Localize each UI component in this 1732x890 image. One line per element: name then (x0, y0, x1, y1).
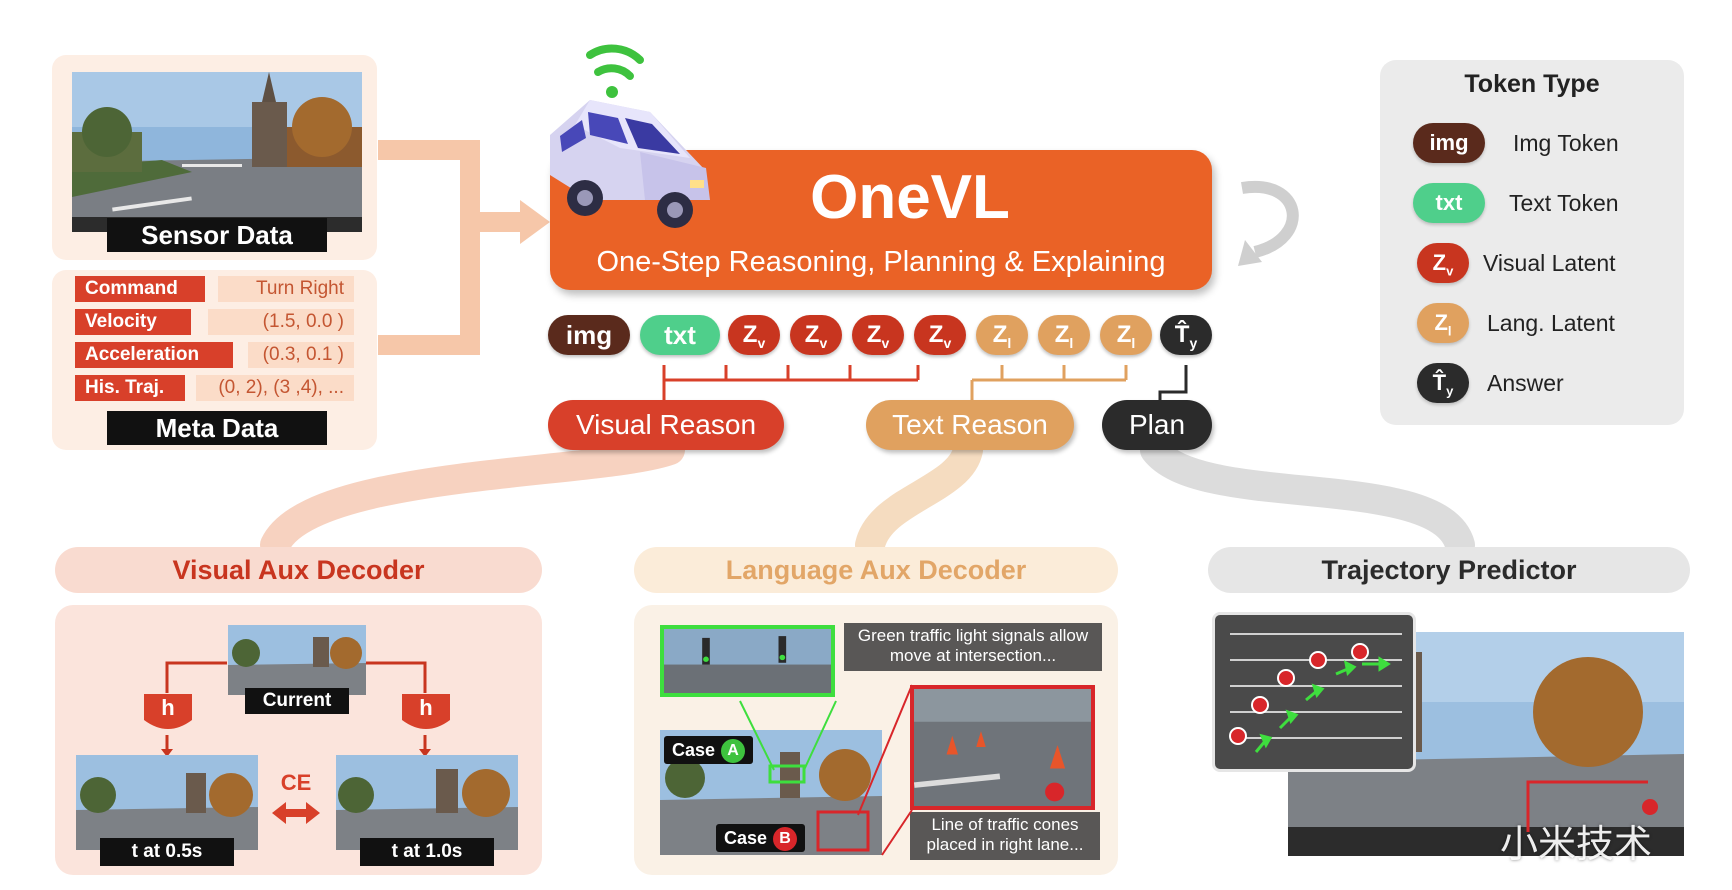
trajectory-predictor-title: Trajectory Predictor (1208, 547, 1690, 593)
cones-crop-image (910, 685, 1095, 810)
watermark: 小米技术 (1500, 824, 1653, 866)
token-visual-latent-3: Zv (852, 315, 904, 355)
meta-key-command: Command (75, 276, 205, 302)
legend-lang-latent-label: Lang. Latent (1487, 310, 1615, 336)
h-head-label-left: h (161, 695, 175, 720)
token-visual-latent-1-z: Z (742, 321, 758, 348)
token-lang-latent-1-z: Z (992, 321, 1008, 348)
legend-img-label: Img Token (1513, 130, 1619, 156)
legend-visual-latent-z: Z (1432, 250, 1447, 275)
onevl-title: OneVL (810, 163, 1010, 232)
frame-0-5s-image (76, 755, 258, 850)
h-head-label-right: h (419, 695, 433, 720)
legend-item-txt: txt Text Token (1413, 183, 1663, 223)
token-lang-latent-1-sub: l (1007, 334, 1012, 351)
legend-img-token: img (1413, 123, 1485, 163)
current-frame-image (228, 625, 366, 695)
token-visual-latent-4: Zv (914, 315, 966, 355)
token-lang-latent-3: Zl (1100, 315, 1152, 355)
visual-decoder-connectors (161, 661, 431, 757)
case-b-badge: B (773, 827, 798, 852)
meta-data-label: Meta Data (107, 411, 327, 445)
traffic-light-crop-image (660, 625, 835, 697)
trajectory-bev-plot (1229, 633, 1402, 753)
legend-answer-token: T̂y (1417, 363, 1469, 403)
legend-visual-latent-label: Visual Latent (1483, 250, 1616, 276)
token-lang-latent-2: Zl (1038, 315, 1090, 355)
token-answer: T̂y (1160, 315, 1212, 355)
trajectory-scene-image (1288, 632, 1684, 856)
meta-key-velocity: Velocity (75, 309, 191, 335)
token-visual-latent-3-sub: v (881, 334, 890, 351)
token-answer-t: T̂ (1174, 321, 1190, 348)
token-visual-latent-1: Zv (728, 315, 780, 355)
legend-lang-latent-z: Z (1434, 310, 1448, 335)
autonomous-car-icon (550, 44, 710, 228)
legend-item-img: img Img Token (1413, 123, 1663, 163)
token-visual-latent-2-sub: v (819, 334, 828, 351)
case-a-badge: A (721, 739, 746, 764)
visual-aux-decoder-title: Visual Aux Decoder (55, 547, 542, 593)
meta-key-history-trajectory: His. Traj. (75, 375, 185, 401)
legend-visual-latent-token: Zv (1417, 243, 1469, 283)
legend-txt-token: txt (1413, 183, 1485, 223)
token-answer-sub: y (1189, 334, 1198, 351)
legend-lang-latent-token: Zl (1417, 303, 1469, 343)
caption-case-a: Green traffic light signals allow move a… (844, 623, 1102, 671)
legend-txt-label: Text Token (1509, 190, 1619, 216)
case-b-text: Case (724, 828, 768, 848)
visual-reason-pill: Visual Reason (548, 400, 784, 450)
case-a-text: Case (672, 740, 716, 760)
token-visual-latent-4-sub: v (943, 334, 952, 351)
token-visual-latent-2: Zv (790, 315, 842, 355)
h-head-icon-right (402, 694, 450, 729)
legend-item-visual-latent: Zv Visual Latent (1413, 243, 1663, 283)
meta-key-acceleration: Acceleration (75, 342, 233, 368)
zoom-connectors (739, 684, 913, 856)
frame-1-0s-image (336, 755, 518, 850)
legend-lang-latent-sub: l (1447, 323, 1452, 339)
text-reason-pill: Text Reason (866, 400, 1074, 450)
token-lang-latent-2-sub: l (1069, 334, 1074, 351)
legend-answer-t: T̂ (1432, 370, 1447, 395)
meta-value-acceleration: (0.3, 0.1 ) (248, 342, 354, 368)
token-txt: txt (640, 315, 720, 355)
frame-1-0s-label: t at 1.0s (360, 838, 494, 866)
caption-case-b: Line of traffic cones placed in right la… (910, 812, 1100, 860)
h-head-icon-left (144, 694, 192, 729)
token-lang-latent-1: Zl (976, 315, 1028, 355)
sensor-data-label: Sensor Data (107, 218, 327, 252)
meta-value-velocity: (1.5, 0.0 ) (208, 309, 354, 335)
language-aux-decoder-title: Language Aux Decoder (634, 547, 1118, 593)
legend-item-answer: T̂y Answer (1413, 363, 1663, 403)
token-visual-latent-3-z: Z (866, 321, 882, 348)
sensor-camera-image (72, 72, 362, 232)
token-lang-latent-3-sub: l (1131, 334, 1136, 351)
legend-item-lang-latent: Zl Lang. Latent (1413, 303, 1663, 343)
legend-title: Token Type (1464, 70, 1600, 98)
token-visual-latent-2-z: Z (804, 321, 820, 348)
meta-value-command: Turn Right (218, 276, 354, 302)
legend-visual-latent-sub: v (1446, 263, 1454, 279)
token-img: img (548, 315, 630, 355)
token-visual-latent-4-z: Z (928, 321, 944, 348)
token-visual-latent-1-sub: v (757, 334, 766, 351)
meta-value-history-trajectory: (0, 2), (3 ,4), ... (196, 375, 354, 401)
token-lang-latent-2-z: Z (1054, 321, 1070, 348)
frame-0-5s-label: t at 0.5s (100, 838, 234, 866)
current-frame-label: Current (245, 688, 349, 714)
legend-answer-sub: y (1446, 383, 1454, 399)
onevl-subtitle: One-Step Reasoning, Planning & Explainin… (596, 246, 1166, 278)
legend-answer-label: Answer (1487, 370, 1564, 396)
double-arrow-icon (272, 802, 320, 824)
cross-entropy-label: CE (280, 770, 312, 795)
token-lang-latent-3-z: Z (1116, 321, 1132, 348)
plan-pill: Plan (1102, 400, 1212, 450)
